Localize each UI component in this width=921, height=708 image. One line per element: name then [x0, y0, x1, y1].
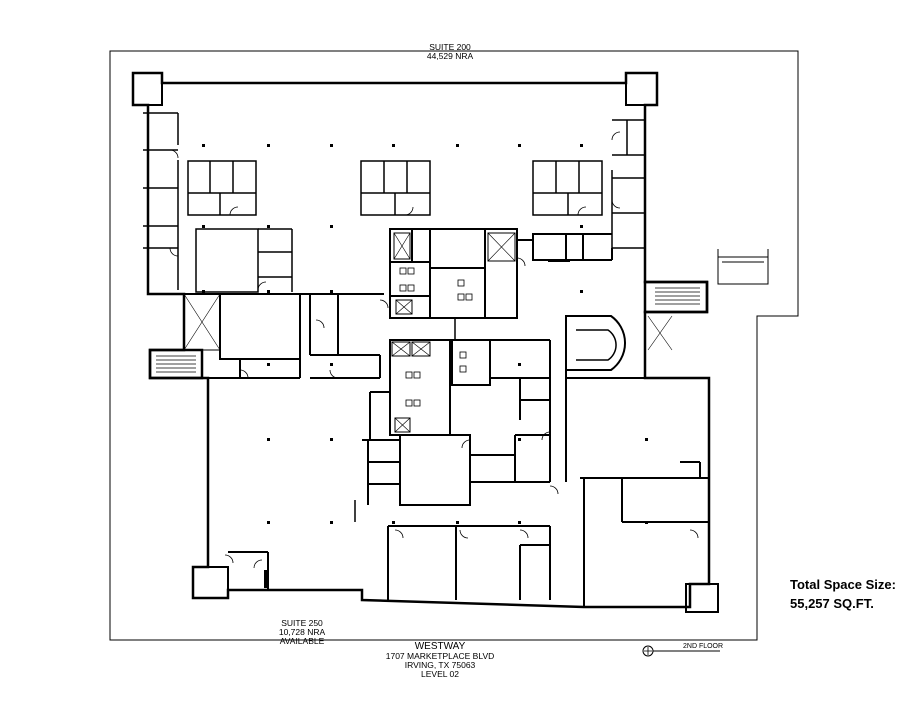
hatched-wall: [548, 259, 570, 262]
workstations-west: [187, 160, 257, 216]
conference-west: [219, 293, 301, 360]
suite-250-status: AVAILABLE: [279, 636, 325, 646]
suite-250-area: 10,728 NRA: [278, 627, 326, 637]
floor-tag: 2ND FLOOR: [683, 643, 724, 650]
total-space-value: 55,257 SQ.FT.: [790, 596, 874, 611]
feature-stair: [565, 315, 627, 371]
building-level: LEVEL 02: [421, 669, 459, 679]
suite-250-label: SUITE 250 10,728 NRA AVAILABLE: [240, 619, 364, 646]
north-arrow-icon: [642, 645, 720, 657]
suite-250-name: SUITE 250: [281, 618, 323, 628]
stair-se: [685, 583, 719, 613]
stair-ne: [625, 72, 658, 106]
column-grid: [202, 144, 648, 524]
balcony-ne: [717, 256, 769, 285]
suite-200-label: SUITE 200 44,529 NRA: [380, 43, 520, 61]
building-name: WESTWAY: [414, 641, 466, 652]
building-address: WESTWAY 1707 MARKETPLACE BLVD IRVING, TX…: [360, 641, 520, 679]
property-boundary: [109, 50, 799, 641]
stair-sw: [192, 566, 229, 599]
building-city: IRVING, TX 75063: [404, 660, 476, 670]
stair-east: [643, 280, 709, 314]
stair-nw: [132, 72, 163, 106]
stair-w: [148, 348, 204, 380]
total-space-label: Total Space Size:: [790, 577, 896, 592]
building-street: 1707 MARKETPLACE BLVD: [385, 651, 495, 661]
total-space-size: Total Space Size: 55,257 SQ.FT.: [790, 575, 896, 613]
suite-200-name: SUITE 200: [429, 42, 471, 52]
core-north: [389, 228, 518, 319]
suite-200-area: 44,529 NRA: [426, 51, 474, 61]
core-south: [389, 339, 451, 436]
